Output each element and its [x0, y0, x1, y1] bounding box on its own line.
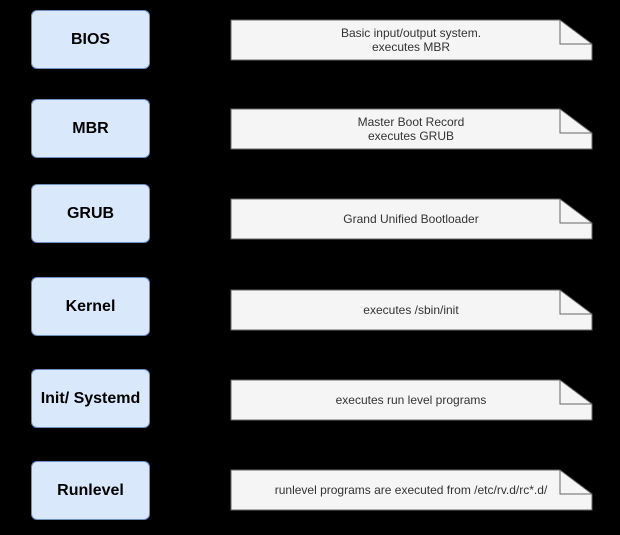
- note-text: Grand Unified Bootloader: [232, 199, 590, 239]
- stage-box: BIOS: [31, 10, 150, 69]
- stage-label: Runlevel: [57, 481, 124, 499]
- note-fold: [559, 380, 592, 405]
- note-fold: [559, 470, 592, 495]
- note-line: Grand Unified Bootloader: [343, 212, 479, 226]
- note-fold: [559, 20, 592, 45]
- note-line: Master Boot Record: [357, 115, 465, 129]
- note-text: runlevel programs are executed from /etc…: [232, 470, 590, 510]
- note-shape: [230, 198, 593, 240]
- note-line: executes GRUB: [367, 129, 455, 143]
- note-text: executes run level programs: [232, 380, 590, 420]
- note-shape: [230, 289, 593, 331]
- note-shape: [230, 469, 593, 511]
- note-line: executes /sbin/init: [363, 303, 459, 317]
- note-fold: [559, 290, 592, 315]
- stage-label: MBR: [72, 119, 109, 137]
- stage-box: GRUB: [31, 184, 150, 243]
- note-text: executes /sbin/init: [232, 290, 590, 330]
- note-line: runlevel programs are executed from /etc…: [274, 483, 548, 497]
- stage-label: BIOS: [70, 30, 111, 48]
- stage-box: Init/ Systemd: [31, 369, 150, 428]
- note-line: executes MBR: [371, 40, 451, 54]
- stage-label: Init/ Systemd: [40, 389, 141, 407]
- note-line: executes run level programs: [335, 393, 487, 407]
- stage-box: Kernel: [31, 277, 150, 336]
- note-fold: [559, 109, 592, 134]
- stage-box: Runlevel: [31, 461, 150, 520]
- note-fold: [559, 199, 592, 224]
- stage-box: MBR: [31, 99, 150, 158]
- stage-label: GRUB: [66, 204, 115, 222]
- note-shape: [230, 19, 593, 61]
- note-shape: [230, 108, 593, 150]
- note-line: Basic input/output system.: [340, 26, 482, 40]
- stage-label: Kernel: [65, 297, 116, 315]
- note-shape: [230, 379, 593, 421]
- note-text: Basic input/output system.executes MBR: [232, 20, 590, 60]
